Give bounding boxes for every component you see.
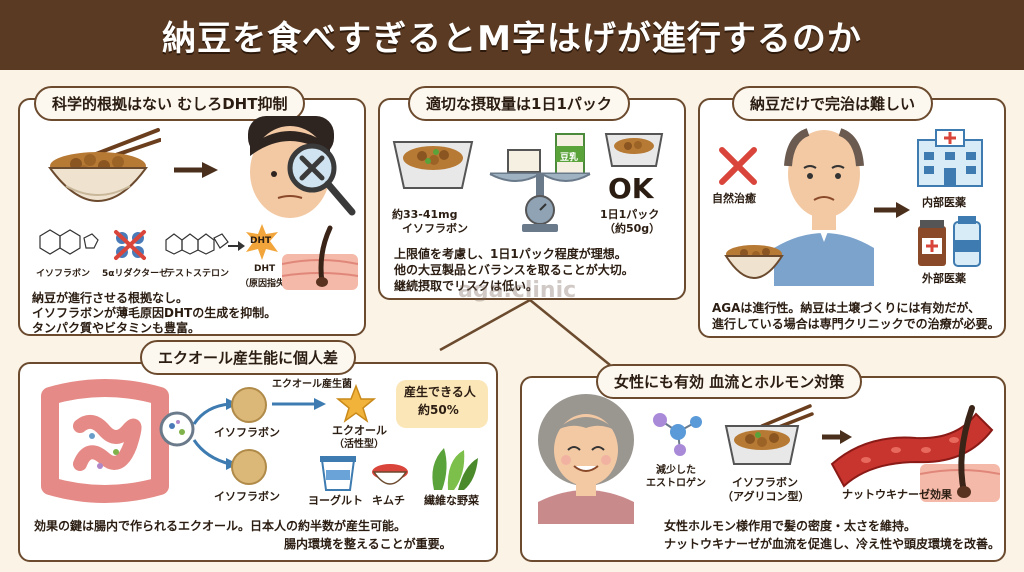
- intake-body-line-3: 継続摂取でリスクは低い。: [394, 279, 539, 293]
- intake-pack: 1日1パック: [600, 208, 660, 221]
- equol-body-line-1: 効果の鍵は腸内で作られるエクオール。日本人の約半数が産生可能。: [34, 519, 407, 533]
- equol-isoflavone-top: イソフラボン: [214, 426, 280, 439]
- arrow-right-icon: [874, 202, 910, 218]
- natto-pack-chopsticks-icon: [724, 404, 814, 465]
- cross-mark-icon: [719, 147, 757, 185]
- women-body-line-2: ナットウキナーゼが血流を促進し、冷え性や頭皮環境を改善。: [664, 537, 1001, 551]
- natto-pack-small-icon: [604, 133, 664, 167]
- nattokinase-label: ナットウキナーゼ効果: [842, 488, 952, 501]
- hospital-icon: [917, 129, 983, 187]
- equol-bacteria-label: エクオール産生菌: [272, 379, 352, 390]
- natto-only-body-line-2: 進行している場合は専門クリニックでの治療が必要。: [712, 317, 1000, 331]
- panel-equol-heading: エクオール産生能に個人差: [140, 340, 357, 375]
- science-body-line-2: イソフラボンが薄毛原因DHTの生成を抑制。: [32, 306, 277, 320]
- flow-arrow-icon: [228, 241, 245, 251]
- worried-man-icon: [774, 128, 874, 286]
- flow-isoflavone-label: イソフラボン: [36, 269, 91, 279]
- arrow-right-icon: [174, 162, 218, 178]
- intake-body-line-1: 上限値を考慮し、1日1パック程度が理想。: [394, 247, 627, 261]
- estrogen-molecule-icon: [653, 413, 702, 456]
- intake-body-line-2: 他の大豆製品とバランスを取ることが大切。: [394, 263, 634, 277]
- natto-bowl-icon: [48, 128, 161, 202]
- internal-medicine-label: 内部医薬: [922, 196, 966, 209]
- man-magnifier-icon: [248, 116, 356, 218]
- equol-star-icon: [336, 384, 376, 423]
- isoflavone-molecule-icon: [39, 229, 99, 255]
- intake-amount: 約33-41mg: [392, 208, 458, 221]
- hair-follicle-icon: [282, 225, 358, 290]
- equol-body-line-2: 腸内環境を整えることが重要。: [284, 537, 452, 551]
- intake-pack-weight: （約50g）: [604, 222, 661, 235]
- intestine-icon: [41, 379, 169, 503]
- testosterone-molecule-icon: [165, 233, 229, 255]
- medicine-bottles-icon: [918, 216, 981, 267]
- page-title: 納豆を食べすぎるとM字はげが進行するのか: [162, 18, 862, 59]
- flow-dht-label: DHT: [254, 264, 276, 274]
- dht-badge-label: DHT: [250, 236, 272, 246]
- equol-note: （活性型）: [334, 439, 384, 450]
- watermark: aga.clinic: [458, 278, 577, 303]
- flow-testosterone-label: テストステロン: [166, 269, 230, 279]
- blocked-enzyme-icon: [114, 230, 146, 260]
- woman-icon: [538, 394, 634, 524]
- arrow-right-icon: [822, 430, 852, 444]
- equol-bubble-pct: 約50%: [418, 403, 459, 417]
- isoflavone-ball-icon: [231, 449, 267, 485]
- panel-intake-heading: 適切な摂取量は1日1パック: [408, 86, 630, 121]
- food-yogurt: ヨーグルト: [308, 494, 363, 507]
- balance-scale-icon: [489, 133, 591, 232]
- yogurt-icon: [320, 456, 356, 491]
- equol-bubble: [396, 380, 488, 428]
- equol-isoflavone-bottom: イソフラボン: [214, 490, 280, 503]
- food-kimchi: キムチ: [372, 494, 405, 507]
- flow-dht-note: （原因指失）: [240, 279, 295, 289]
- panel-science-heading: 科学的根拠はない むしろDHT抑制: [34, 86, 306, 121]
- estrogen-label-1: 減少した: [656, 465, 696, 476]
- panel-natto-only-heading: 納豆だけで完治は難しい: [732, 86, 934, 121]
- vegetables-icon: [432, 448, 478, 490]
- natto-only-body-line-1: AGAは進行性。納豆は土壌づくりには有効だが、: [712, 301, 981, 315]
- equol-bubble-text: 産生できる人: [404, 385, 476, 399]
- aglycone-label-2: （アグリコン型）: [722, 490, 810, 503]
- ok-label: OK: [608, 172, 654, 205]
- natural-healing-label: 自然治癒: [712, 192, 756, 205]
- intake-amount-label: イソフラボン: [402, 222, 468, 235]
- isoflavone-ball-icon: [231, 387, 267, 423]
- kimchi-icon: [372, 464, 408, 485]
- title-bar: 納豆を食べすぎるとM字はげが進行するのか: [0, 0, 1024, 70]
- aglycone-label-1: イソフラボン: [732, 476, 798, 489]
- science-body-line-3: タンパク質やビタミンも豊富。: [32, 321, 201, 335]
- dht-burst-icon: [246, 224, 278, 260]
- bacteria-magnifier-icon: [159, 411, 195, 447]
- natto-bowl-small-icon: [724, 245, 784, 279]
- science-body-line-1: 納豆が進行させる根拠なし。: [32, 291, 189, 305]
- estrogen-label-2: エストロゲン: [646, 478, 706, 489]
- equol-label: エクオール: [332, 424, 387, 437]
- natto-pack-icon: [392, 141, 474, 189]
- women-body-line-1: 女性ホルモン様作用で髪の密度・太さを維持。: [664, 519, 917, 533]
- hair-follicle-skin-icon: [920, 405, 1000, 502]
- food-vegetables: 繊維な野菜: [424, 494, 479, 507]
- milk-carton-label: 豆乳: [560, 153, 579, 163]
- external-medicine-label: 外部医薬: [922, 272, 966, 285]
- flow-enzyme-label: 5αリダクターゼ: [102, 269, 169, 279]
- panel-women-heading: 女性にも有効 血流とホルモン対策: [596, 364, 863, 399]
